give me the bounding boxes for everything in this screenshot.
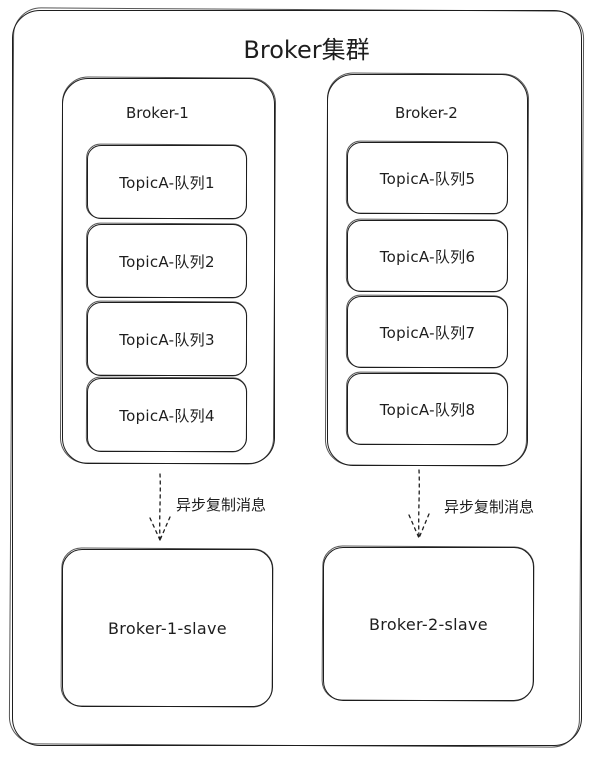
replication-arrow-1-head-left — [149, 517, 161, 541]
broker-1-slave-box: Broker-1-slave — [62, 549, 273, 707]
replication-arrow-2-head-right — [418, 513, 430, 539]
replication-arrow-1-head-right — [159, 516, 171, 541]
queue-box: TopicA-队列8 — [347, 373, 508, 445]
replication-arrow-1-shaft — [159, 473, 161, 541]
queue-box: TopicA-队列2 — [87, 224, 247, 298]
queue-label: TopicA-队列4 — [119, 406, 215, 425]
queue-label: TopicA-队列7 — [379, 323, 476, 342]
queue-box: TopicA-队列1 — [87, 145, 247, 219]
queue-box: TopicA-队列7 — [347, 296, 508, 368]
queue-label: TopicA-队列6 — [379, 247, 476, 266]
queue-box: TopicA-队列6 — [347, 220, 508, 292]
replication-arrow-2-head-left — [408, 514, 420, 539]
cluster-title: Broker集群 — [243, 36, 370, 64]
queue-label: TopicA-队列2 — [119, 252, 215, 271]
broker-1-title: Broker-1 — [126, 104, 189, 122]
broker-1-box — [62, 78, 275, 464]
broker-2-title: Broker-2 — [395, 104, 458, 122]
broker-2-slave-box: Broker-2-slave — [323, 547, 534, 701]
queue-box: TopicA-队列5 — [347, 142, 508, 214]
broker-cluster-box — [12, 10, 582, 746]
queue-label: TopicA-队列3 — [119, 330, 215, 349]
queue-label: TopicA-队列1 — [119, 173, 215, 192]
broker-2-box — [327, 74, 528, 466]
broker-2-slave-label: Broker-2-slave — [369, 614, 488, 634]
replication-label-2: 异步复制消息 — [444, 498, 535, 516]
broker-1-slave-label: Broker-1-slave — [108, 618, 227, 638]
queue-label: TopicA-队列5 — [379, 169, 476, 188]
replication-arrow-2-shaft — [418, 469, 420, 539]
queue-box: TopicA-队列3 — [87, 302, 247, 376]
replication-label-1: 异步复制消息 — [176, 496, 267, 514]
queue-label: TopicA-队列8 — [379, 400, 476, 419]
queue-box: TopicA-队列4 — [87, 378, 247, 452]
